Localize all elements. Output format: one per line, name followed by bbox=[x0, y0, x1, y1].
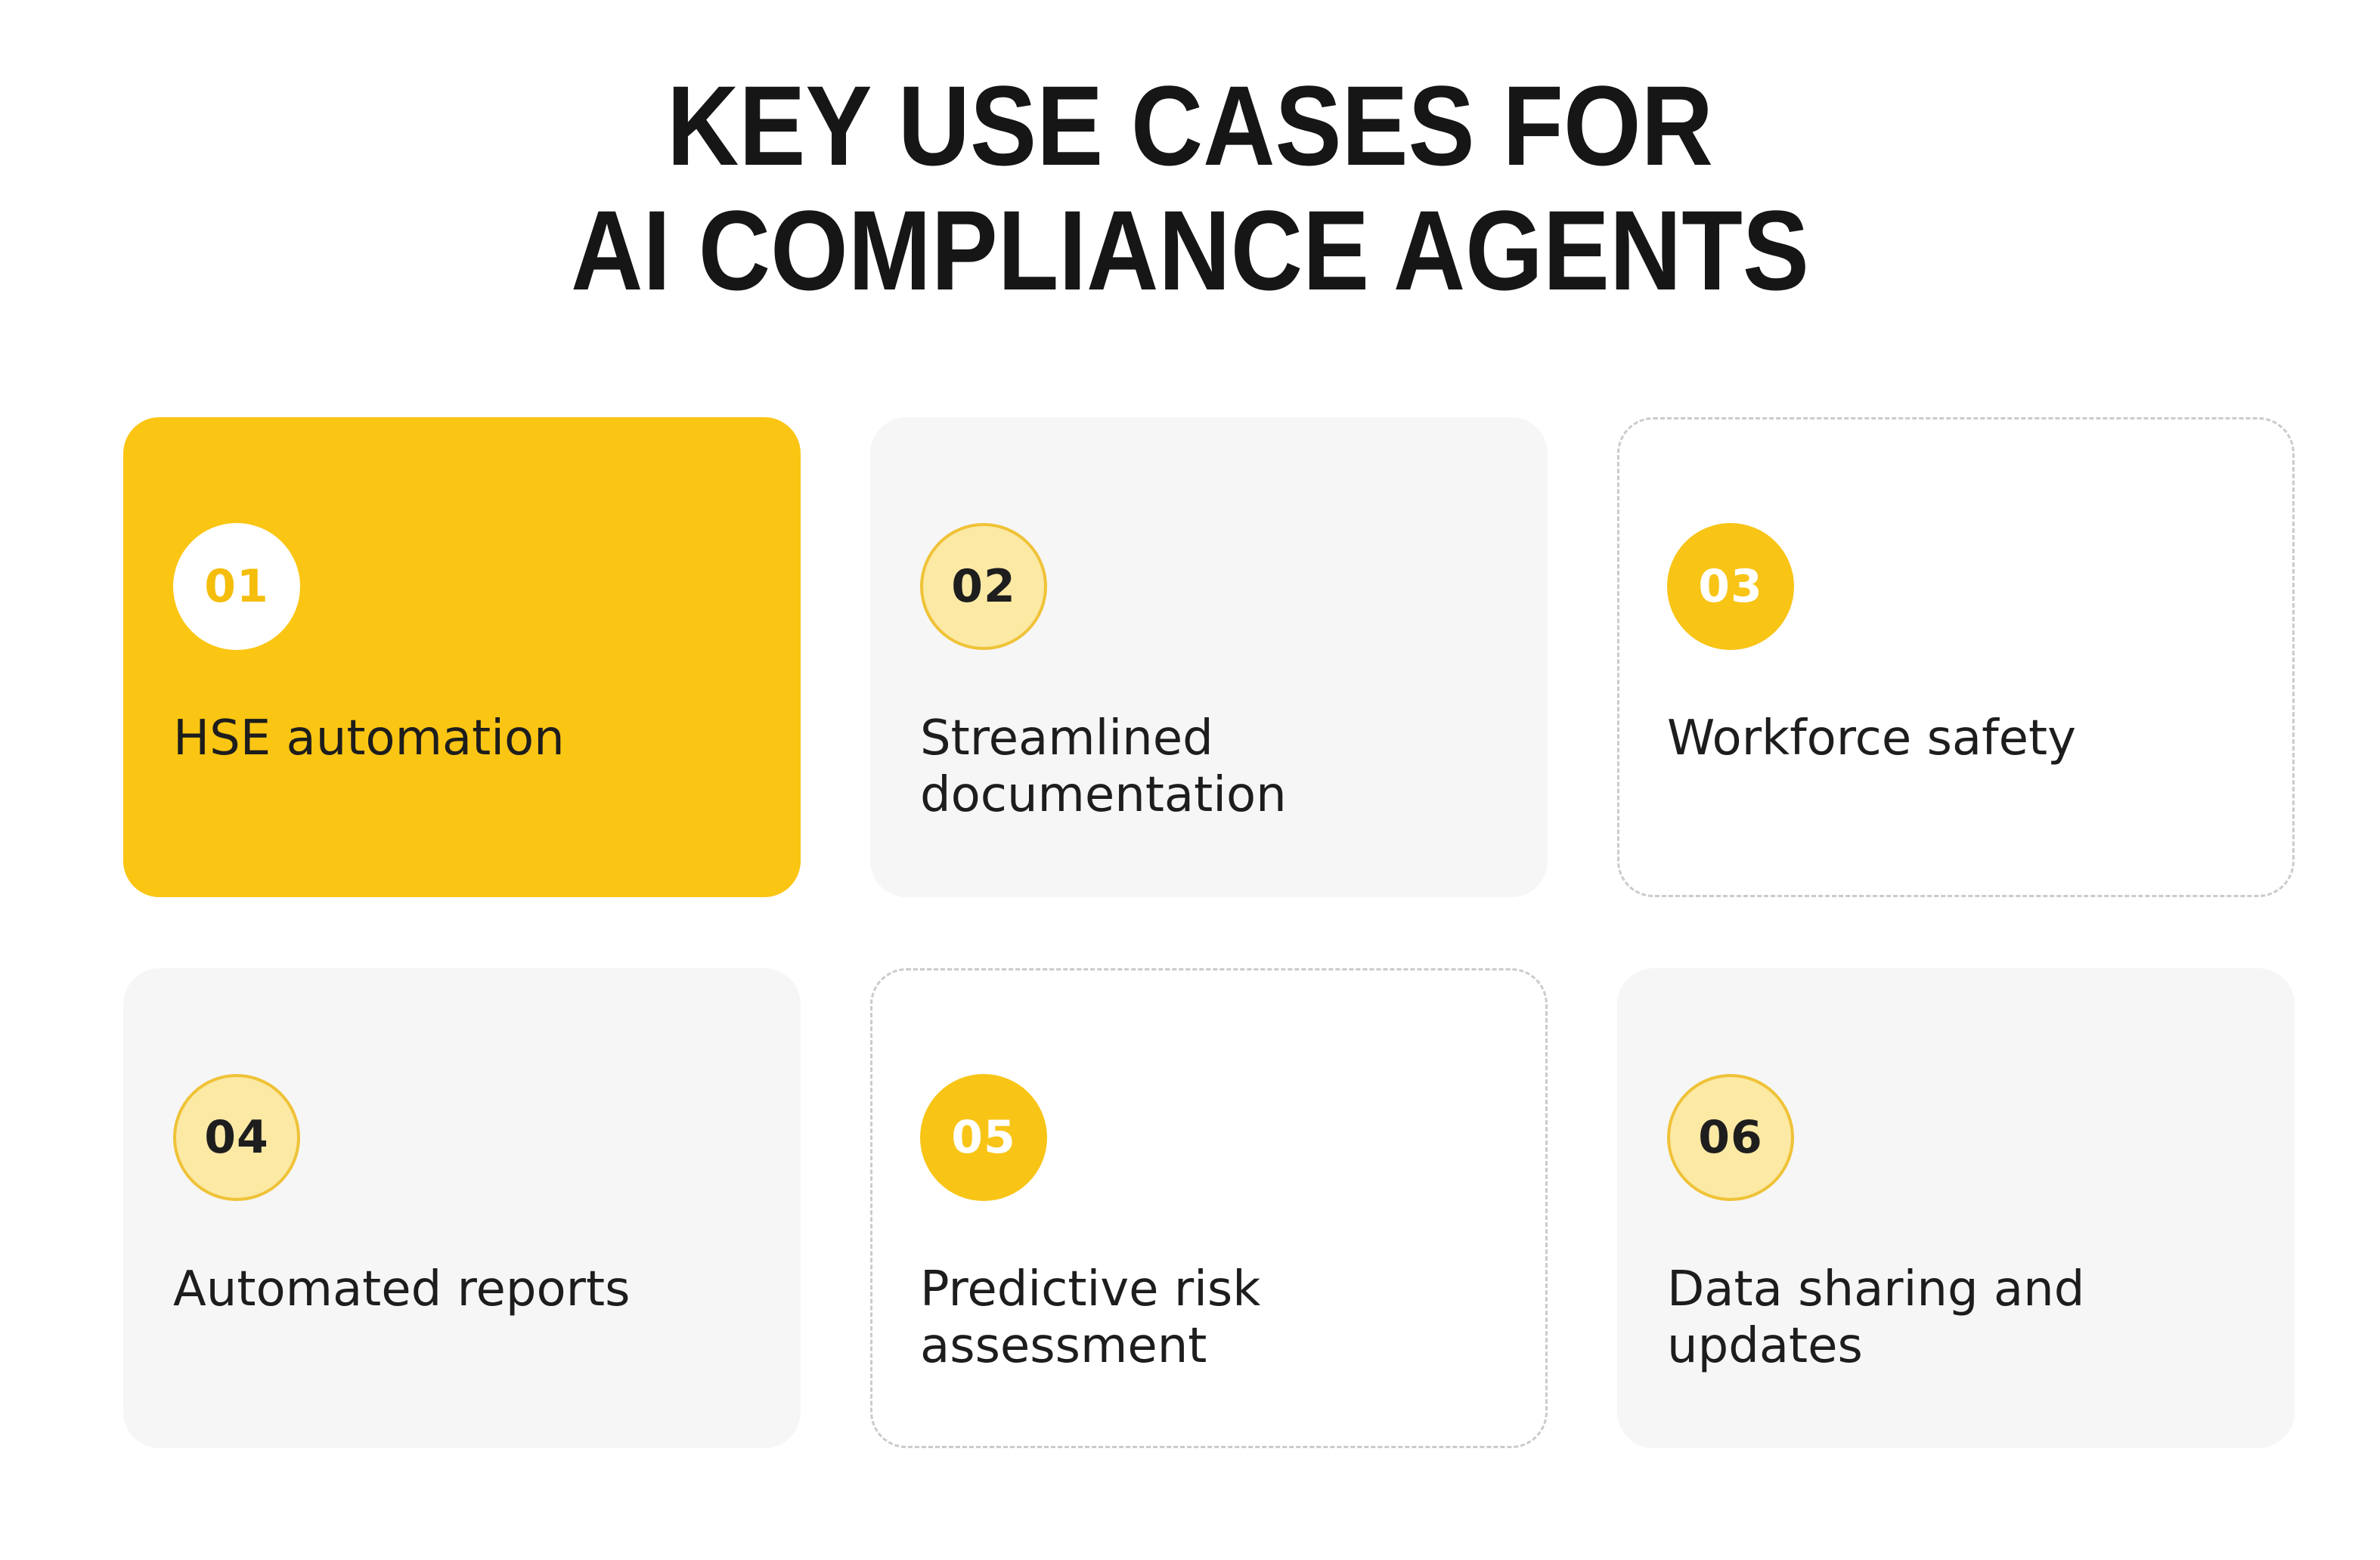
card-automated-reports: 04 Automated reports bbox=[123, 968, 801, 1448]
card-label: Data sharing and updates bbox=[1667, 1261, 2085, 1374]
number-badge-02: 02 bbox=[920, 523, 1047, 650]
card-label: HSE automation bbox=[173, 710, 565, 766]
page-title-line-2: AI COMPLIANCE AGENTS bbox=[571, 187, 1809, 314]
badge-number: 06 bbox=[1698, 1111, 1763, 1164]
card-label: Automated reports bbox=[173, 1261, 631, 1317]
use-case-cards-grid: 01 HSE automation 02 Streamlined documen… bbox=[123, 417, 2295, 1448]
badge-number: 01 bbox=[204, 560, 269, 613]
number-badge-04: 04 bbox=[173, 1074, 300, 1201]
badge-number: 04 bbox=[204, 1111, 269, 1164]
card-workforce-safety: 03 Workforce safety bbox=[1617, 417, 2295, 897]
number-badge-06: 06 bbox=[1667, 1074, 1794, 1201]
number-badge-01: 01 bbox=[173, 523, 300, 650]
card-label: Workforce safety bbox=[1667, 710, 2076, 766]
badge-number: 05 bbox=[951, 1111, 1016, 1164]
card-hse-automation: 01 HSE automation bbox=[123, 417, 801, 897]
page-title: KEY USE CASES FOR AI COMPLIANCE AGENTS bbox=[143, 63, 2237, 313]
card-data-sharing-and-updates: 06 Data sharing and updates bbox=[1617, 968, 2295, 1448]
badge-number: 02 bbox=[951, 560, 1016, 613]
number-badge-03: 03 bbox=[1667, 523, 1794, 650]
card-label: Streamlined documentation bbox=[920, 710, 1287, 823]
card-predictive-risk-assessment: 05 Predictive risk assessment bbox=[870, 968, 1548, 1448]
page-title-line-1: KEY USE CASES FOR bbox=[667, 62, 1713, 189]
badge-number: 03 bbox=[1698, 560, 1763, 613]
number-badge-05: 05 bbox=[920, 1074, 1047, 1201]
card-streamlined-documentation: 02 Streamlined documentation bbox=[870, 417, 1548, 897]
card-label: Predictive risk assessment bbox=[920, 1261, 1261, 1374]
